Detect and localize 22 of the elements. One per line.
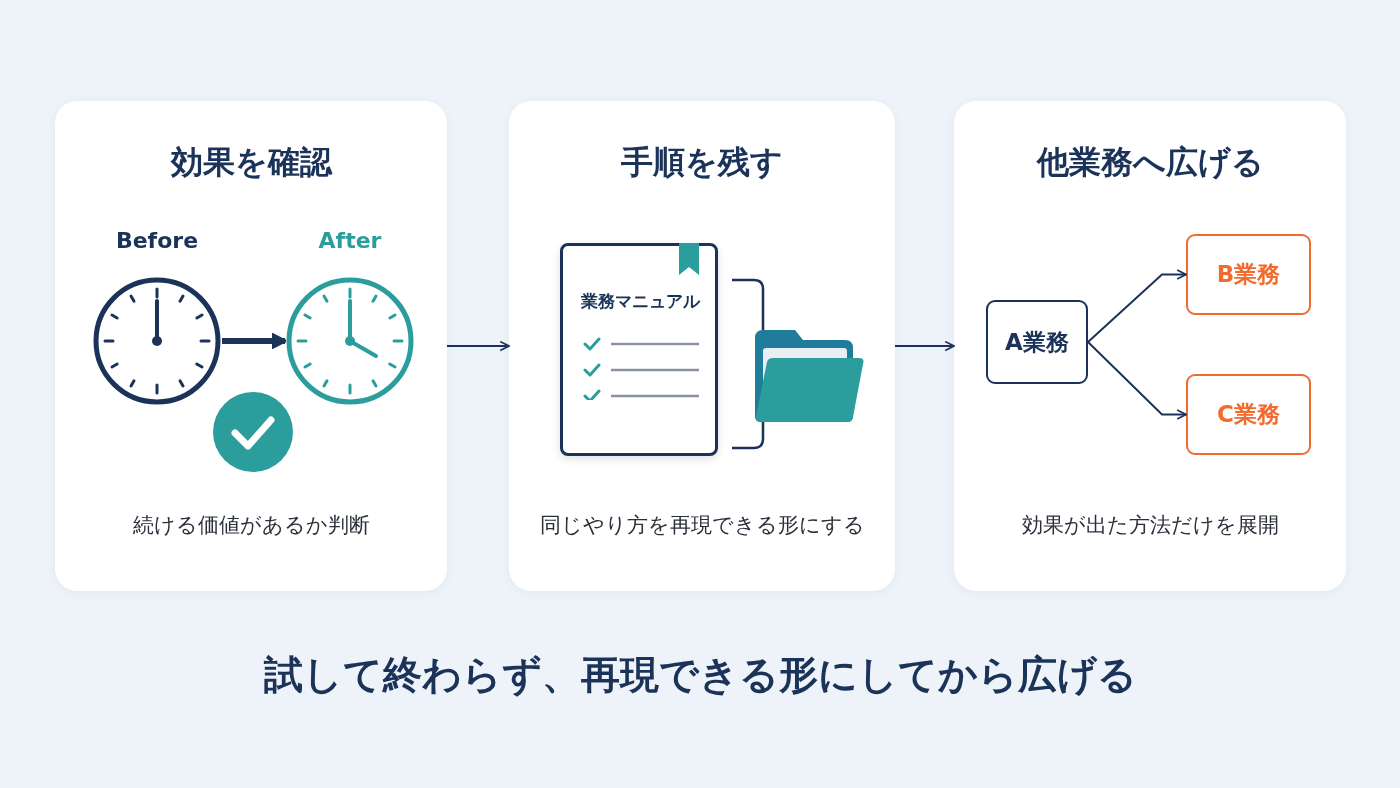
card-description: 同じやり方を再現できる形にする	[538, 512, 866, 539]
document-title: 業務マニュアル	[581, 290, 700, 313]
card-heading: 手順を残す	[620, 142, 784, 183]
step-card	[954, 101, 1346, 591]
card-description: 効果が出た方法だけを展開	[1020, 512, 1280, 539]
arrow	[222, 332, 288, 350]
task-box: B業務	[1186, 234, 1311, 315]
clock-label: After	[317, 228, 383, 253]
task-box: C業務	[1186, 374, 1311, 455]
arrow	[446, 340, 510, 352]
card-heading: 効果を確認	[169, 142, 334, 183]
clock-label: Before	[114, 228, 200, 253]
step-card	[55, 101, 447, 591]
card-heading: 他業務へ広げる	[1035, 142, 1265, 183]
caption: 試して終わらず、再現できる形にしてから広げる	[262, 651, 1138, 699]
arrow	[1087, 341, 1187, 420]
task-box: A業務	[986, 300, 1088, 384]
step-card	[509, 101, 895, 591]
card-description: 続ける価値があるか判断	[131, 512, 371, 539]
arrow	[1087, 269, 1187, 343]
arrow	[894, 340, 955, 352]
manual-document	[560, 243, 718, 456]
